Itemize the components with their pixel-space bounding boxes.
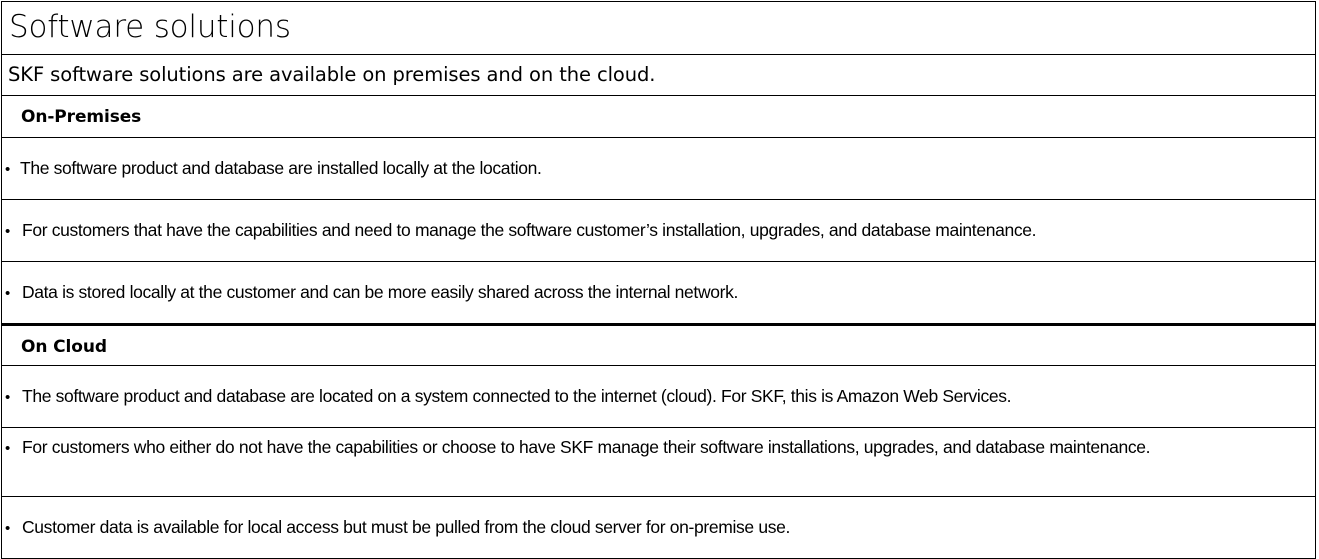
bullet-point-icon: • <box>5 284 10 302</box>
bullet-point-icon: • <box>5 160 10 178</box>
bullet-text: Customer data is available for local acc… <box>22 516 791 537</box>
bullet-row: • The software product and database are i… <box>2 138 1315 200</box>
bullet-content: • Data is stored locally at the customer … <box>5 262 1312 323</box>
bullet-row: • Data is stored locally at the customer … <box>2 262 1315 324</box>
bullet-paragraph: • Customer data is available for local ac… <box>5 512 1312 544</box>
bullet-text: For customers who either do not have the… <box>22 437 1151 457</box>
bullet-paragraph: • The software product and database are l… <box>5 381 1312 413</box>
title-row: Software solutions <box>2 2 1315 55</box>
section-header-on-cloud: On Cloud <box>2 324 1315 366</box>
bullet-paragraph: • Data is stored locally at the customer … <box>5 277 1312 309</box>
bullet-content: • The software product and database are l… <box>5 366 1312 427</box>
bullet-content: • Customer data is available for local ac… <box>5 497 1312 558</box>
bullet-text: Data is stored locally at the customer a… <box>22 281 739 302</box>
page-subtitle: SKF software solutions are available on … <box>8 63 656 86</box>
bullet-content: • The software product and database are i… <box>5 138 1312 199</box>
bullet-text: The software product and database are lo… <box>22 385 1012 406</box>
bullet-row: • For customers that have the capabilitie… <box>2 200 1315 262</box>
subtitle-row: SKF software solutions are available on … <box>2 55 1315 96</box>
section-heading-label: On Cloud <box>21 337 107 357</box>
bullet-content: • For customers that have the capabilitie… <box>5 200 1312 261</box>
bullet-paragraph: • For customers that have the capabilitie… <box>5 215 1312 247</box>
bullet-point-icon: • <box>5 222 10 240</box>
bullet-row: • Customer data is available for local ac… <box>2 497 1315 559</box>
bullet-text: For customers that have the capabilities… <box>22 219 1037 240</box>
bullet-row: • For customers who either do not have th… <box>2 428 1315 497</box>
bullet-content: • For customers who either do not have th… <box>5 428 1312 496</box>
bullet-point-icon: • <box>5 440 10 457</box>
section-header-on-premises: On-Premises <box>2 96 1315 138</box>
bullet-text: The software product and database are in… <box>20 157 542 178</box>
bullet-paragraph: • For customers who either do not have th… <box>5 432 1312 464</box>
bullet-paragraph: • The software product and database are i… <box>5 153 1312 185</box>
bullet-point-icon: • <box>5 388 10 406</box>
section-heading-label: On-Premises <box>21 107 142 127</box>
bullet-point-icon: • <box>5 519 10 537</box>
bullet-row: • The software product and database are l… <box>2 366 1315 428</box>
page-title: Software solutions <box>9 9 291 45</box>
